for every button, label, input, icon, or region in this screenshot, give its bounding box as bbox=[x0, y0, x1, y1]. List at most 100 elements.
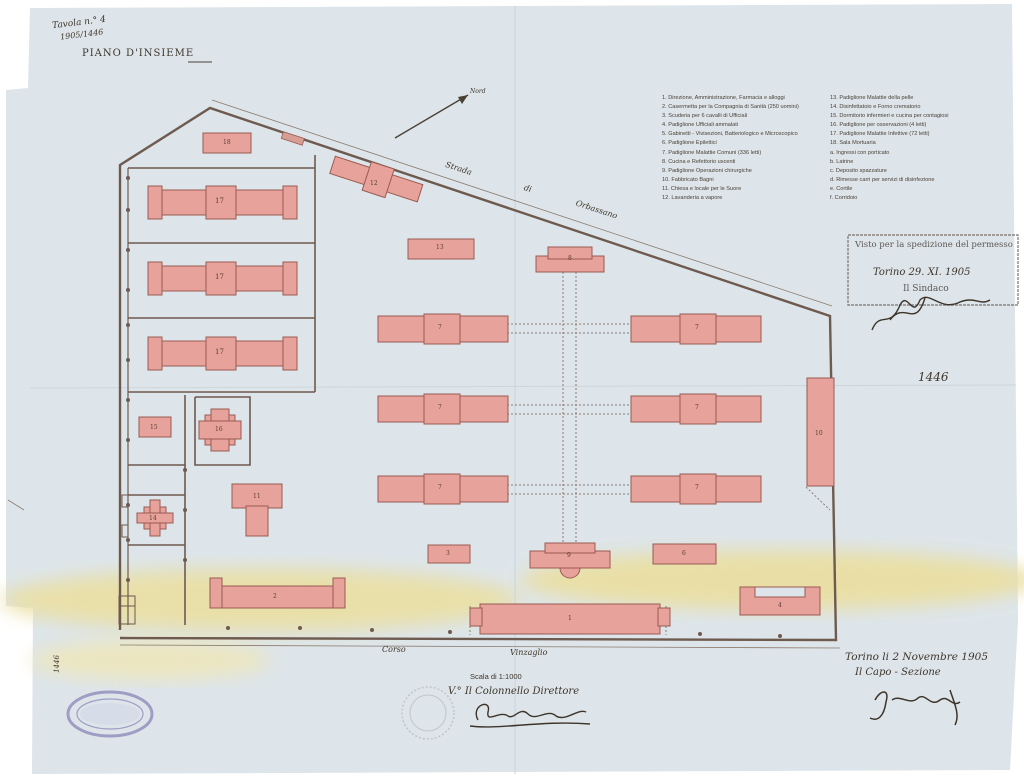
building-17a bbox=[147, 185, 298, 220]
legend-item: 3. Scuderia per 6 cavalli di Ufficiali bbox=[662, 113, 748, 120]
corso-edge bbox=[119, 644, 841, 649]
legend-item: 5. Gabinetti - Vivisezioni, Batteriologi… bbox=[662, 131, 798, 138]
legend-item: 9. Padiglione Operazioni chirurgiche bbox=[662, 167, 752, 174]
building-18 bbox=[202, 132, 252, 154]
building-label-8: 8 bbox=[568, 255, 572, 262]
building-11 bbox=[231, 483, 283, 537]
legend-item: 1. Direzione, Amministrazione, Farmacia … bbox=[662, 95, 785, 101]
building-1 bbox=[469, 603, 671, 635]
stamp-line-3: Il Sindaco bbox=[903, 284, 949, 294]
place-date: Torino li 2 Novembre 1905 bbox=[845, 651, 989, 663]
building-7b bbox=[377, 393, 509, 425]
gate-markers bbox=[126, 176, 782, 638]
scale-label: Scala di 1:1000 bbox=[470, 672, 522, 681]
building-label-1: 1 bbox=[568, 615, 572, 622]
building-label-7a: 7 bbox=[438, 324, 442, 331]
legend-item: 13. Padiglione Malattie della pelle bbox=[830, 95, 914, 101]
building-14 bbox=[136, 499, 174, 537]
left-margin-number: 1446 bbox=[52, 655, 61, 673]
sheet-title: PIANO D'INSIEME bbox=[82, 48, 195, 59]
street-label-corso: Corso bbox=[382, 645, 406, 654]
infectious-zone-walls bbox=[128, 155, 316, 625]
building-9 bbox=[529, 542, 611, 579]
building-7f bbox=[630, 473, 762, 505]
edge-tick-marks bbox=[7, 499, 25, 511]
building-label-7f: 7 bbox=[695, 484, 699, 491]
stain-bottom bbox=[30, 640, 270, 680]
building-17c bbox=[147, 336, 298, 371]
building-label-17c: 17 bbox=[215, 348, 224, 356]
stamp-line-2: Torino 29. XI. 1905 bbox=[873, 267, 971, 278]
signature-capo-sezione bbox=[869, 689, 961, 726]
building-label-6: 6 bbox=[682, 550, 686, 557]
building-4 bbox=[739, 586, 821, 616]
building-label-11: 11 bbox=[253, 493, 261, 500]
building-label-15: 15 bbox=[150, 424, 158, 431]
building-label-3: 3 bbox=[446, 550, 450, 557]
building-label-2: 2 bbox=[273, 593, 277, 600]
building-label-7d: 7 bbox=[695, 324, 699, 331]
building-13 bbox=[407, 238, 475, 260]
legend-item: e. Cortile bbox=[830, 185, 853, 192]
legend-item: 11. Chiesa e locale per le Suore bbox=[662, 185, 742, 192]
buildings-group bbox=[136, 132, 835, 635]
building-2 bbox=[209, 577, 346, 609]
legend-item: 2. Casermetta per la Compagnia di Sanità… bbox=[662, 104, 799, 111]
approval-stamp bbox=[847, 234, 1019, 306]
building-label-10: 10 bbox=[815, 430, 823, 437]
building-label-13: 13 bbox=[436, 244, 444, 251]
perimeter-wall bbox=[118, 106, 838, 642]
building-7c bbox=[377, 473, 509, 505]
legend-item: 14. Disinfettatoio e Forno crematorio bbox=[830, 104, 921, 111]
building-label-7c: 7 bbox=[438, 484, 442, 491]
building-label-17b: 17 bbox=[215, 273, 224, 281]
legend-item: 7. Padiglione Malattie Comuni (336 letti… bbox=[662, 149, 762, 156]
legend-item: 6. Padiglione Epilettici bbox=[662, 140, 717, 147]
building-label-7e: 7 bbox=[695, 404, 699, 411]
north-label: Nord bbox=[470, 88, 486, 95]
building-7d bbox=[630, 313, 762, 345]
legend-item: 10. Fabbricato Bagni bbox=[662, 176, 714, 183]
building-7a bbox=[377, 313, 509, 345]
corridors bbox=[469, 272, 831, 635]
building-6 bbox=[652, 543, 717, 565]
gate-structure bbox=[280, 131, 305, 146]
street-label-vinzaglio: Vinzaglio bbox=[510, 648, 548, 657]
legend-item: c. Deposito spazzature bbox=[830, 167, 887, 174]
legend-item: 18. Sala Mortuaria bbox=[830, 140, 876, 147]
north-arrow-icon bbox=[394, 94, 469, 139]
legend-item: 16. Padiglione per osservazioni (4 letti… bbox=[830, 122, 927, 129]
street-edge bbox=[211, 99, 833, 307]
signature-director bbox=[469, 703, 591, 728]
director-title: V.° Il Colonnello Direttore bbox=[448, 686, 580, 697]
building-label-4: 4 bbox=[778, 602, 782, 609]
legend-item: a. Ingressi con porticato bbox=[830, 149, 890, 156]
building-label-16: 16 bbox=[215, 426, 223, 433]
fold-line-horizontal bbox=[29, 384, 1017, 389]
legend-item: 4. Padiglione Ufficiali ammalati bbox=[662, 122, 739, 129]
legend-item: 8. Cucina e Refettorio uscenti bbox=[662, 158, 736, 165]
legend-column-1: 1. Direzione, Amministrazione, Farmacia … bbox=[662, 94, 799, 203]
legend-item: f. Corridoio bbox=[830, 195, 858, 202]
legend-item: b. Latrine bbox=[830, 158, 854, 165]
building-17b bbox=[147, 261, 298, 296]
legend-item: d. Rimesse carri per servizi di disinfez… bbox=[830, 176, 935, 183]
archive-number: 1446 bbox=[918, 370, 949, 384]
building-label-18: 18 bbox=[223, 139, 231, 146]
legend-item: 17. Padiglione Malattie Infettive (72 le… bbox=[830, 131, 930, 138]
building-12 bbox=[329, 155, 424, 203]
building-7e bbox=[630, 393, 762, 425]
building-15 bbox=[138, 416, 172, 438]
building-label-17a: 17 bbox=[215, 197, 224, 205]
building-label-7b: 7 bbox=[438, 404, 442, 411]
stain-right bbox=[520, 550, 1024, 610]
legend-item: 12. Lavanderia a vapore bbox=[662, 195, 723, 202]
legend-column-2: 13. Padiglione Malattie della pelle 14. … bbox=[830, 94, 948, 203]
faint-round-stamp bbox=[401, 686, 455, 740]
building-label-14: 14 bbox=[149, 515, 157, 522]
building-label-12: 12 bbox=[370, 180, 378, 187]
building-label-9: 9 bbox=[567, 552, 571, 559]
building-8 bbox=[535, 246, 605, 273]
